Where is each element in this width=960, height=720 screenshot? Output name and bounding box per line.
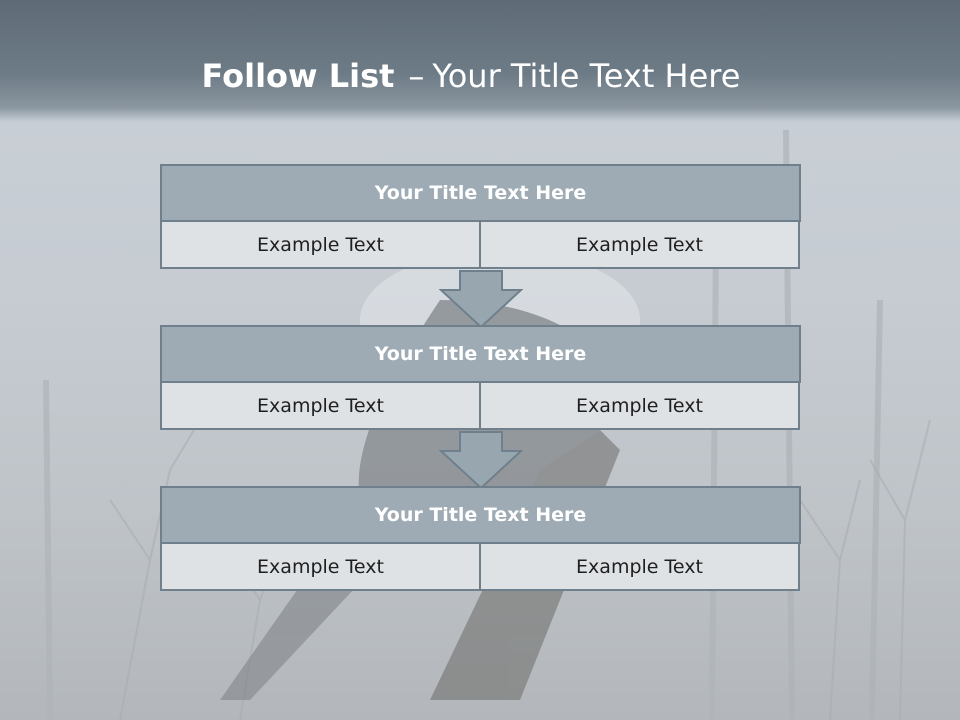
step-title: Your Title Text Here [160,325,801,383]
step-cell-right: Example Text [479,220,800,269]
step-cell-right: Example Text [479,542,800,591]
down-arrow-icon [439,431,523,489]
step-title: Your Title Text Here [160,486,801,544]
slide-title-bold: Follow List [201,57,395,95]
down-arrow-icon [439,270,523,328]
step-cell-right: Example Text [479,381,800,430]
step-block-1: Your Title Text Here Example Text Exampl… [160,164,801,269]
step-title: Your Title Text Here [160,164,801,222]
slide-title-rest: Your Title Text Here [432,57,741,95]
step-cell-left: Example Text [160,542,481,591]
step-cell-left: Example Text [160,381,481,430]
step-block-3: Your Title Text Here Example Text Exampl… [160,486,801,591]
step-cell-left: Example Text [160,220,481,269]
header-bar [0,0,960,122]
slide-title-dash: – [408,57,425,95]
step-block-2: Your Title Text Here Example Text Exampl… [160,325,801,430]
slide-title: Follow List–Your Title Text Here [0,56,942,96]
